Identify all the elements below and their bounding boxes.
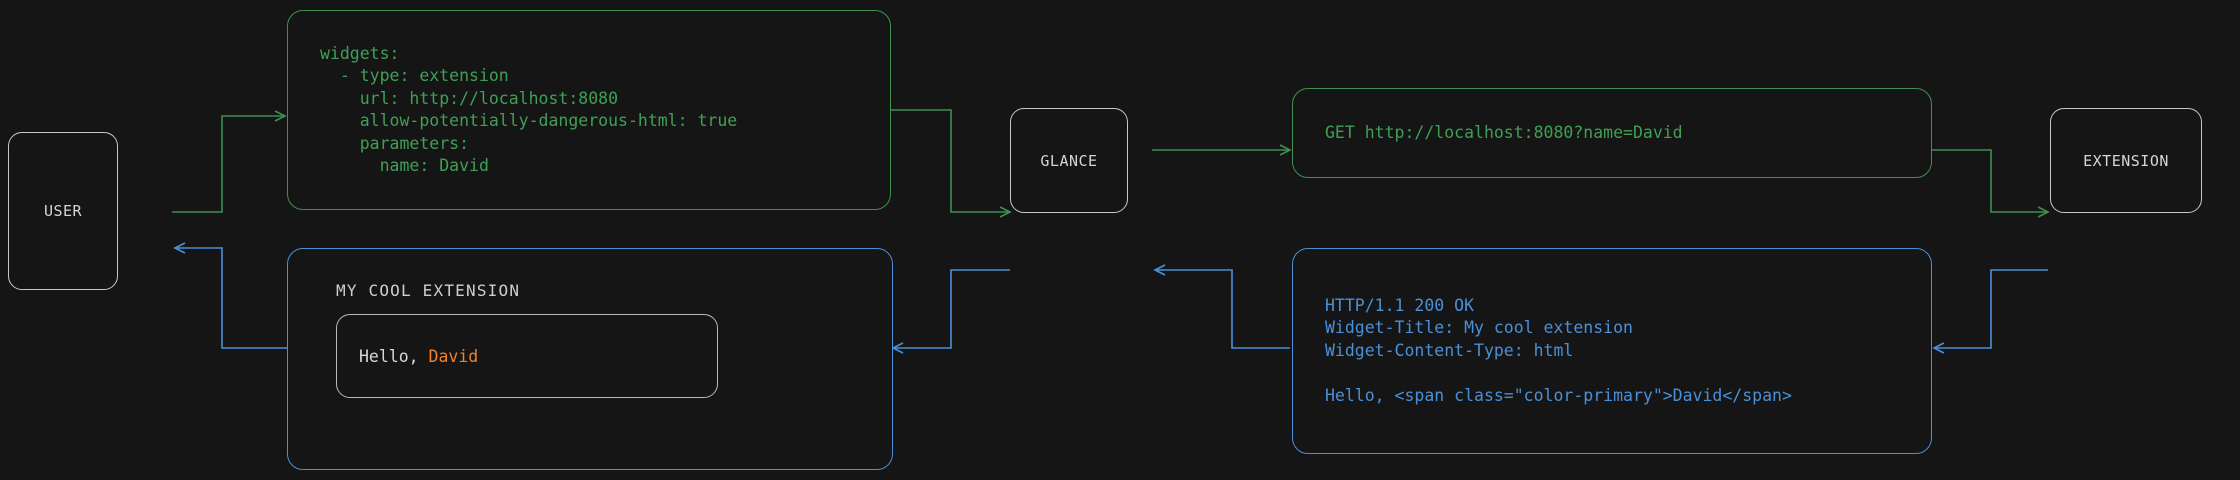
node-user-label: USER [43, 202, 83, 220]
node-glance[interactable]: GLANCE [1010, 108, 1128, 213]
config-yaml-code: widgets: - type: extension url: http://l… [320, 43, 738, 176]
message-http-request: GET http://localhost:8080?name=David [1292, 88, 1932, 178]
message-http-response: HTTP/1.1 200 OK Widget-Title: My cool ex… [1292, 248, 1932, 454]
edge-extension-to-response [1932, 269, 2048, 354]
widget-greeting-name: David [428, 346, 479, 366]
widget-content-card: Hello, David [336, 314, 718, 398]
edge-widget-to-user [173, 242, 287, 349]
edge-glance-to-widget [891, 269, 1010, 354]
edge-response-to-glance [1153, 264, 1290, 349]
edge-request-to-extension [1931, 149, 2050, 218]
http-request-code: GET http://localhost:8080?name=David [1325, 122, 1683, 142]
node-extension[interactable]: EXTENSION [2050, 108, 2202, 213]
widget-greeting: Hello, David [359, 347, 478, 366]
widget-greeting-prefix: Hello, [359, 346, 429, 366]
node-user[interactable]: USER [8, 132, 118, 290]
http-response-code: HTTP/1.1 200 OK Widget-Title: My cool ex… [1325, 295, 1792, 405]
message-config-yaml: widgets: - type: extension url: http://l… [287, 10, 891, 210]
node-extension-label: EXTENSION [2083, 151, 2169, 170]
message-rendered-widget: MY COOL EXTENSION Hello, David [287, 248, 893, 470]
node-glance-label: GLANCE [1040, 151, 1098, 170]
widget-title: MY COOL EXTENSION [336, 281, 521, 300]
edge-user-to-config [172, 110, 287, 213]
edge-config-to-glance [891, 109, 1012, 218]
